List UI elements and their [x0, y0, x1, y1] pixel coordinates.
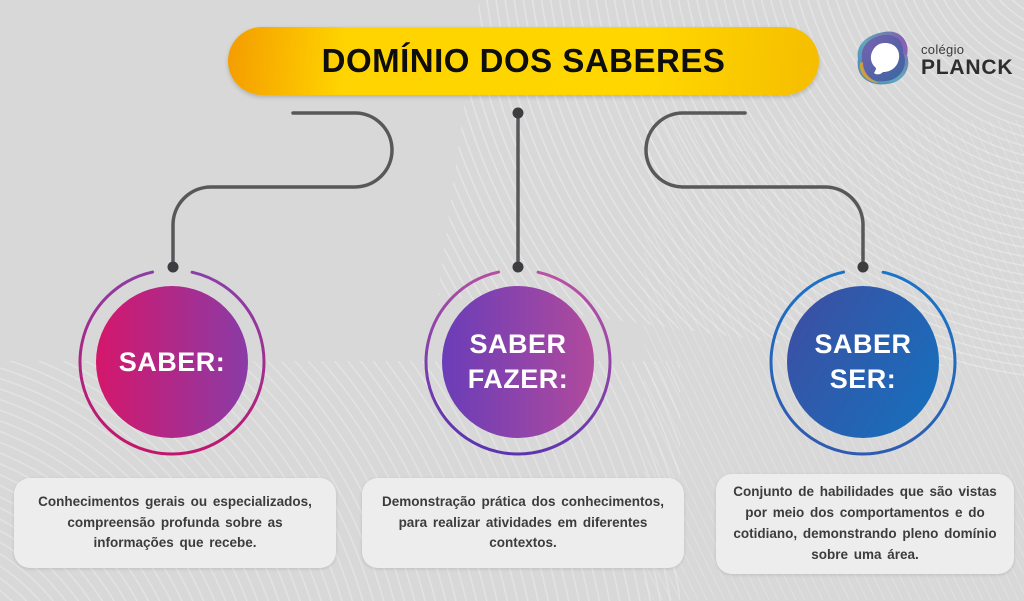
connector-right-s-curve [644, 111, 865, 263]
planck-swirl-icon [857, 31, 909, 85]
description-box-saber-fazer: Demonstração prática dos conhecimentos, … [362, 478, 684, 568]
logo-wordmark: colégio PLANCK [921, 37, 1013, 79]
node-saber: SABER: [72, 262, 272, 462]
node-saber-fazer-label-line1: SABER [469, 329, 567, 360]
node-saber-label: SABER: [72, 262, 272, 462]
node-saber-fazer: SABER FAZER: [418, 262, 618, 462]
node-saber-ser-ring [769, 268, 957, 456]
node-saber-disc [96, 286, 248, 438]
node-saber-ser-label-line1: SABER [814, 329, 912, 360]
node-saber-ser-label: SABER SER: [763, 262, 963, 462]
node-saber-fazer-label: SABER FAZER: [418, 262, 618, 462]
node-saber-ring [78, 268, 266, 456]
title-banner: DOMÍNIO DOS SABERES [228, 27, 819, 95]
description-box-saber: Conhecimentos gerais ou especializados, … [14, 478, 336, 568]
colegio-planck-logo: colégio PLANCK [854, 29, 1013, 87]
page-title: DOMÍNIO DOS SABERES [321, 42, 726, 79]
node-saber-fazer-disc [442, 286, 594, 438]
node-saber-ser-circle-graphic [769, 268, 957, 456]
node-saber-label-line1: SABER: [118, 346, 226, 377]
description-box-saber-ser: Conjunto de habilidades que são vistas p… [716, 474, 1014, 574]
connector-dot-node3 [857, 261, 869, 273]
connector-dot-middle-top [512, 107, 524, 119]
node-saber-circle-graphic [78, 268, 266, 456]
logo-line-colegio: colégio [921, 42, 965, 58]
node-saber-ser-disc [787, 286, 939, 438]
description-text-saber: Conhecimentos gerais ou especializados, … [38, 493, 312, 551]
connector-dot-node2 [512, 261, 524, 273]
node-saber-fazer-circle-graphic [424, 268, 612, 456]
node-saber-fazer-label-line2: FAZER: [467, 364, 569, 394]
connector-dot-node1 [167, 261, 179, 273]
node-saber-ser: SABER SER: [763, 262, 963, 462]
node-saber-fazer-ring [424, 268, 612, 456]
description-text-saber-fazer: Demonstração prática dos conhecimentos, … [381, 493, 665, 551]
connector-left-s-curve [171, 111, 394, 263]
logo-line-planck: PLANCK [921, 55, 1014, 79]
description-text-saber-ser: Conjunto de habilidades que são vistas p… [733, 484, 997, 562]
node-saber-ser-label-line2: SER: [829, 364, 897, 394]
